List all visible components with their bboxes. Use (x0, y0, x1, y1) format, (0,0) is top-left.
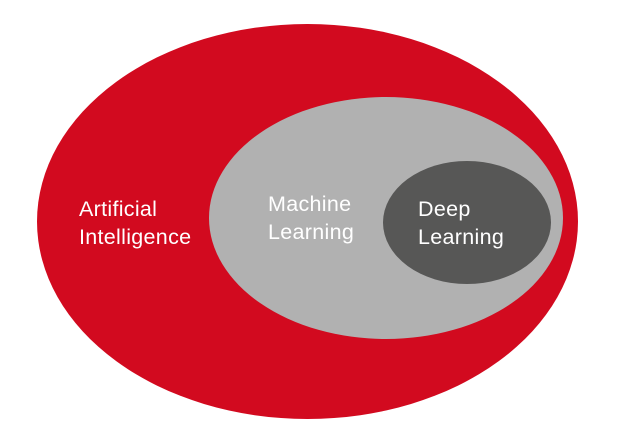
artificial-intelligence-label-line1: Artificial (79, 197, 158, 221)
machine-learning-label: Machine Learning (268, 190, 354, 246)
deep-learning-ellipse (383, 161, 551, 284)
deep-learning-label: Deep Learning (418, 195, 504, 251)
artificial-intelligence-label: Artificial Intelligence (79, 195, 191, 251)
deep-learning-label-line1: Deep (418, 197, 471, 221)
artificial-intelligence-label-line2: Intelligence (79, 225, 192, 249)
deep-learning-label-line2: Learning (418, 225, 505, 249)
machine-learning-label-line2: Learning (268, 220, 355, 244)
machine-learning-label-line1: Machine (268, 192, 352, 216)
